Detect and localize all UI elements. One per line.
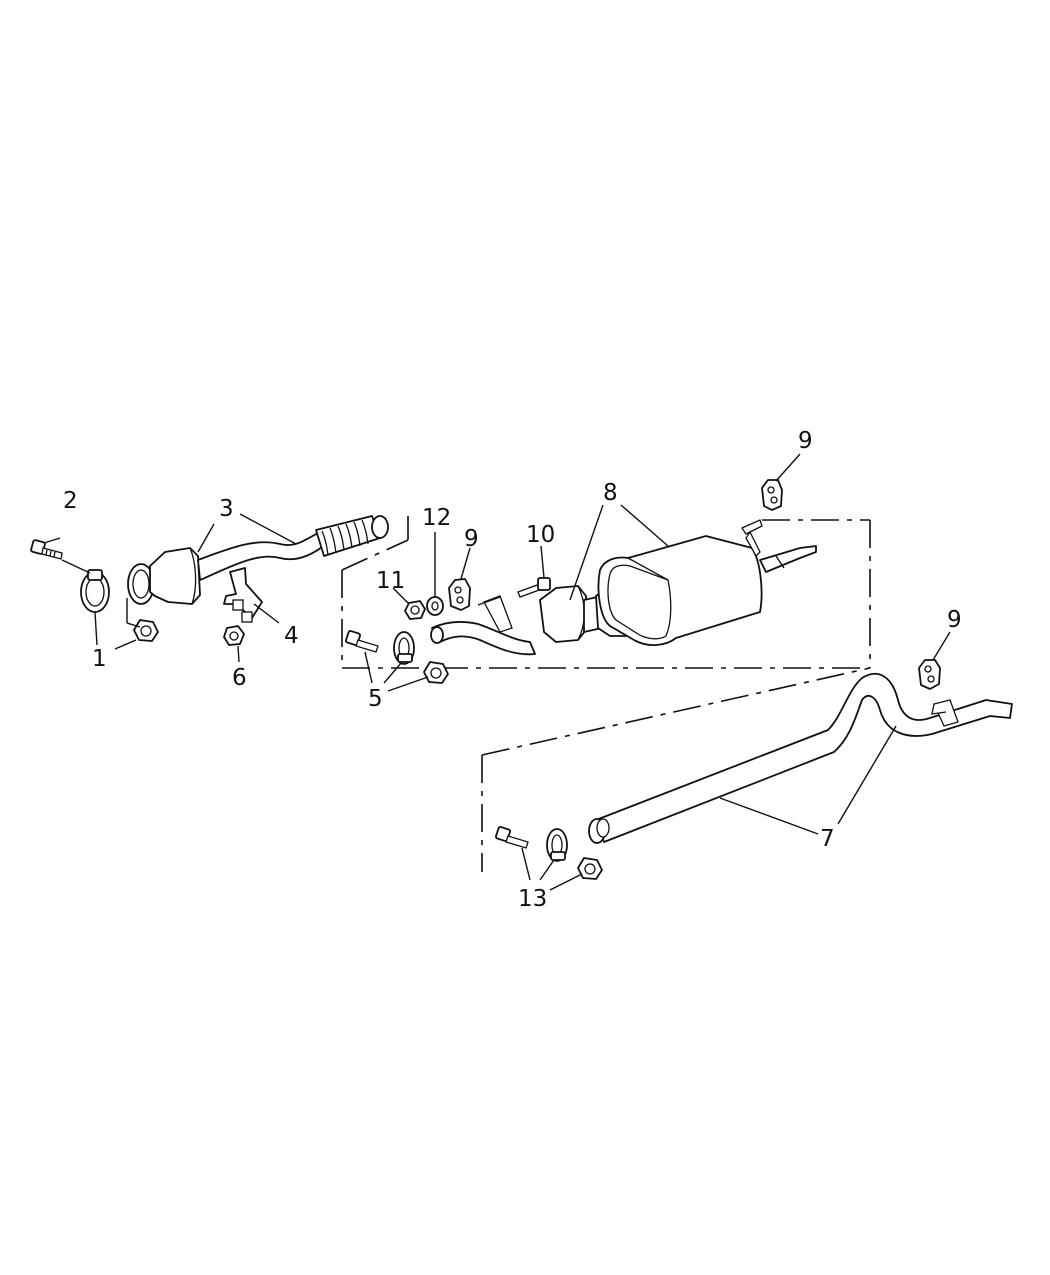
clamp-icon bbox=[546, 828, 568, 862]
clamp-icon bbox=[393, 631, 415, 665]
hanger-icon bbox=[448, 578, 471, 611]
callout-12: 12 bbox=[422, 505, 451, 531]
nut-icon bbox=[223, 625, 245, 646]
callout-5: 5 bbox=[368, 686, 383, 712]
nut-icon bbox=[404, 600, 426, 620]
nut-icon bbox=[423, 661, 449, 684]
callout-8: 8 bbox=[603, 480, 618, 506]
callout-3: 3 bbox=[219, 496, 234, 522]
bracket-icon bbox=[223, 567, 263, 623]
nut-icon bbox=[126, 598, 159, 642]
bolt-icon bbox=[345, 630, 379, 653]
muffler-icon bbox=[430, 519, 817, 656]
callout-7: 7 bbox=[820, 826, 835, 852]
group-outline-rear bbox=[481, 667, 871, 872]
callout-6: 6 bbox=[232, 665, 247, 691]
nut-icon bbox=[577, 857, 603, 880]
callout-4: 4 bbox=[284, 623, 299, 649]
callout-13: 13 bbox=[518, 886, 547, 912]
callout-9-upper: 9 bbox=[798, 428, 813, 454]
catalytic-converter-icon bbox=[127, 515, 389, 605]
callout-1: 1 bbox=[92, 646, 107, 672]
callout-11: 11 bbox=[376, 568, 405, 594]
callout-9-middle: 9 bbox=[464, 526, 479, 552]
callout-9-rear: 9 bbox=[947, 607, 962, 633]
group-outline-front bbox=[341, 516, 409, 668]
hanger-icon bbox=[761, 479, 783, 511]
tailpipe-icon bbox=[588, 672, 1013, 844]
bolt-icon bbox=[30, 539, 63, 560]
bolt-icon bbox=[495, 826, 529, 849]
bolt-icon bbox=[517, 577, 551, 598]
hanger-icon bbox=[918, 659, 941, 690]
clamp-icon bbox=[80, 569, 110, 613]
callout-10: 10 bbox=[526, 522, 555, 548]
washer-icon bbox=[426, 596, 444, 616]
callout-2: 2 bbox=[63, 488, 78, 514]
